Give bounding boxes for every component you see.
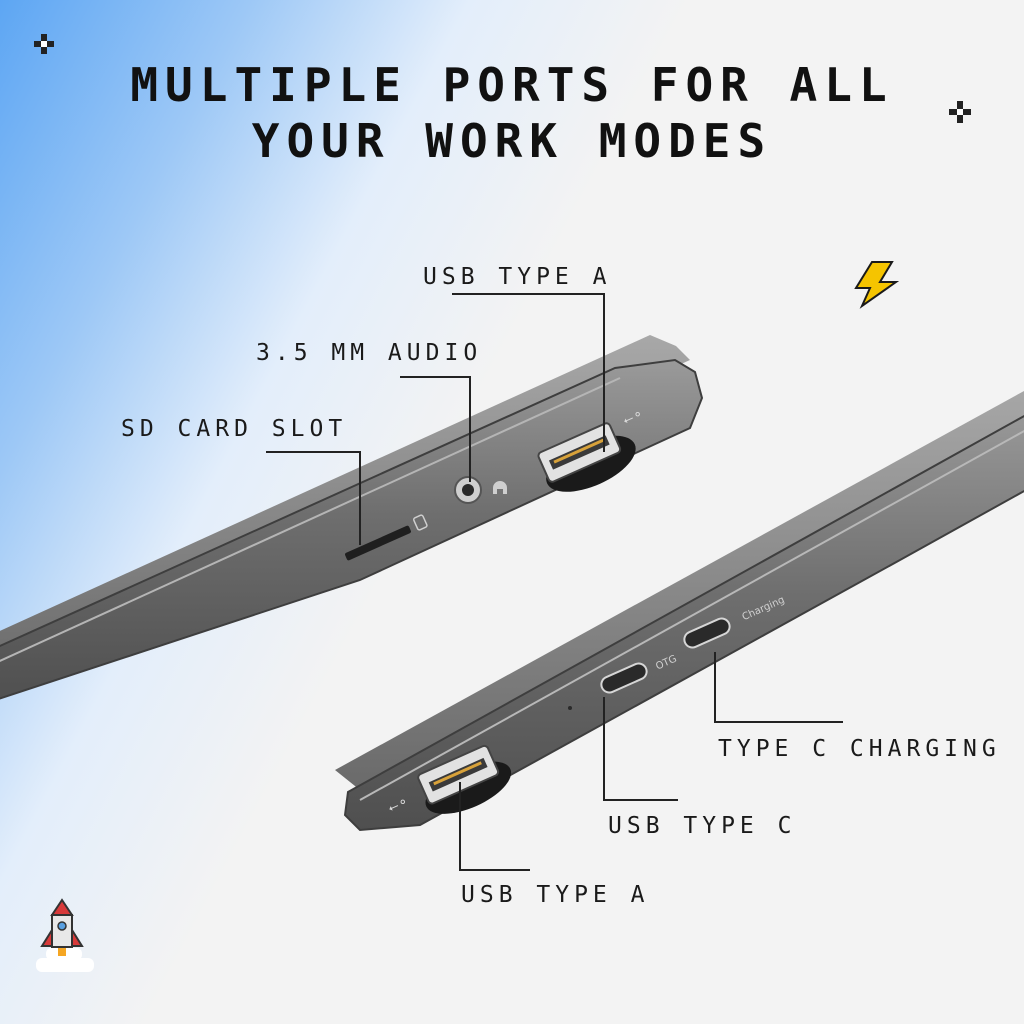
leader-line-usb-type-c — [603, 697, 678, 801]
callout-type-c-charging: TYPE C CHARGING — [718, 736, 1001, 762]
usb-c-charging-port — [683, 617, 731, 649]
lightning-bolt-icon — [854, 261, 900, 309]
rocket-icon — [36, 898, 94, 972]
callout-sd-card-slot: SD CARD SLOT — [121, 416, 348, 442]
lower-usb-a-port — [417, 744, 512, 814]
leader-line-audio — [400, 376, 471, 482]
leader-lines — [266, 293, 843, 871]
sparkle-icon — [949, 101, 971, 123]
callout-usb-type-c: USB TYPE C — [608, 813, 797, 839]
upper-laptop: ⭠⚬ — [0, 335, 704, 700]
usb-c-otg-port — [600, 662, 648, 694]
lower-laptop: ⭠⚬ OTG Charging — [335, 391, 1024, 832]
headline-line-2: YOUR WORK MODES — [251, 114, 773, 168]
leader-line-type-c-charging — [714, 652, 843, 723]
leader-line-upper-usb-a — [452, 293, 605, 452]
headline-line-1: MULTIPLE PORTS FOR ALL — [130, 58, 894, 112]
audio-jack — [454, 476, 507, 504]
sparkle-icon — [34, 34, 54, 54]
sd-card-slot — [345, 514, 428, 561]
callout-lower-usb-type-a: USB TYPE A — [461, 882, 650, 908]
callout-audio-jack: 3.5 MM AUDIO — [256, 340, 483, 366]
callout-upper-usb-type-a: USB TYPE A — [423, 264, 612, 290]
leader-line-sd-card — [266, 451, 361, 545]
leader-line-lower-usb-a — [459, 782, 530, 871]
upper-usb-a-port — [537, 422, 636, 492]
